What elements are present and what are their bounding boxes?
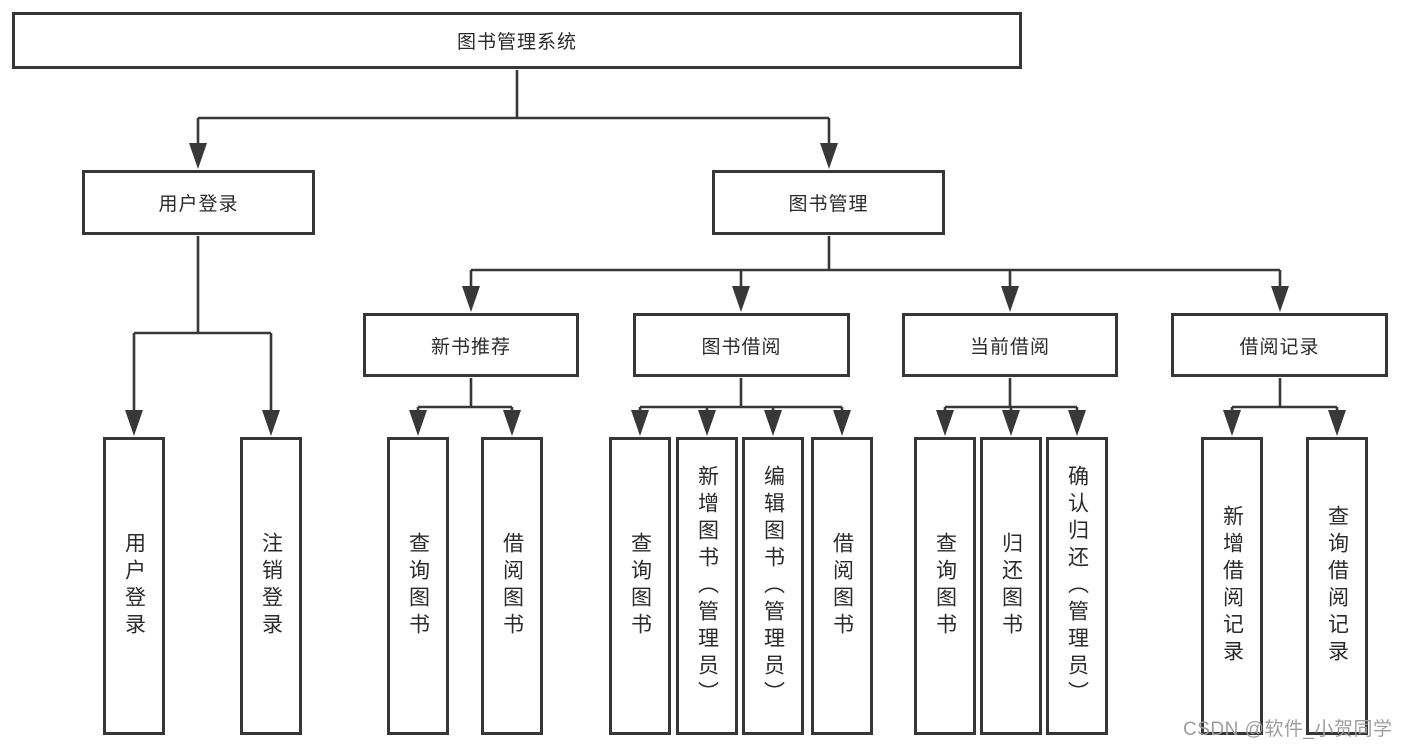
leaf-borrow-books: 借阅图书 xyxy=(811,437,873,735)
node-label: 图书管理系统 xyxy=(456,32,577,53)
csdn-watermark: CSDN @软件_小贺同学 xyxy=(1183,719,1393,740)
node-label: 新增图书（管理员） xyxy=(695,464,719,708)
node-label: 查询图书 xyxy=(933,532,957,640)
node-label: 归还图书 xyxy=(999,532,1023,640)
leaf-logout: 注销登录 xyxy=(240,437,302,735)
node-book-borrow: 图书借阅 xyxy=(633,313,850,377)
node-book-management: 图书管理 xyxy=(712,170,945,235)
node-label: 查询图书 xyxy=(406,532,430,640)
node-label: 用户登录 xyxy=(158,194,239,215)
node-label: 图书管理 xyxy=(788,194,869,215)
node-label: 图书借阅 xyxy=(701,336,782,358)
node-label: 新增借阅记录 xyxy=(1220,505,1244,667)
leaf-query-books-current: 查询图书 xyxy=(914,437,976,735)
node-borrow-records: 借阅记录 xyxy=(1171,313,1388,377)
node-label: 新书推荐 xyxy=(430,336,511,358)
leaf-confirm-return-admin: 确认归还（管理员） xyxy=(1046,437,1108,735)
connector-strokes xyxy=(132,70,1339,413)
arrowheads xyxy=(125,143,1346,436)
node-current-borrow: 当前借阅 xyxy=(902,313,1118,377)
node-label: 用户登录 xyxy=(122,532,146,640)
node-label: 借阅图书 xyxy=(500,532,524,640)
node-label: 查询借阅记录 xyxy=(1325,505,1349,667)
node-label: 查询图书 xyxy=(628,532,652,640)
leaf-borrow-books-recommend: 借阅图书 xyxy=(481,437,543,735)
node-label: 借阅图书 xyxy=(830,532,854,640)
node-label: 借阅记录 xyxy=(1239,336,1320,358)
node-label: 注销登录 xyxy=(259,532,283,640)
leaf-add-borrow-record: 新增借阅记录 xyxy=(1201,437,1263,735)
node-label: 确认归还（管理员） xyxy=(1065,464,1089,708)
leaf-return-books: 归还图书 xyxy=(980,437,1042,735)
node-root-library-system: 图书管理系统 xyxy=(12,12,1022,69)
leaf-add-books-admin: 新增图书（管理员） xyxy=(676,437,738,735)
node-new-book-recommend: 新书推荐 xyxy=(363,313,579,377)
leaf-query-books-borrow: 查询图书 xyxy=(609,437,671,735)
leaf-user-login: 用户登录 xyxy=(103,437,165,735)
node-user-login: 用户登录 xyxy=(82,170,315,235)
leaf-query-books-recommend: 查询图书 xyxy=(387,437,449,735)
leaf-edit-books-admin: 编辑图书（管理员） xyxy=(742,437,804,735)
node-label: 当前借阅 xyxy=(969,336,1050,358)
leaf-query-borrow-record: 查询借阅记录 xyxy=(1306,437,1368,735)
node-label: 编辑图书（管理员） xyxy=(761,464,785,708)
